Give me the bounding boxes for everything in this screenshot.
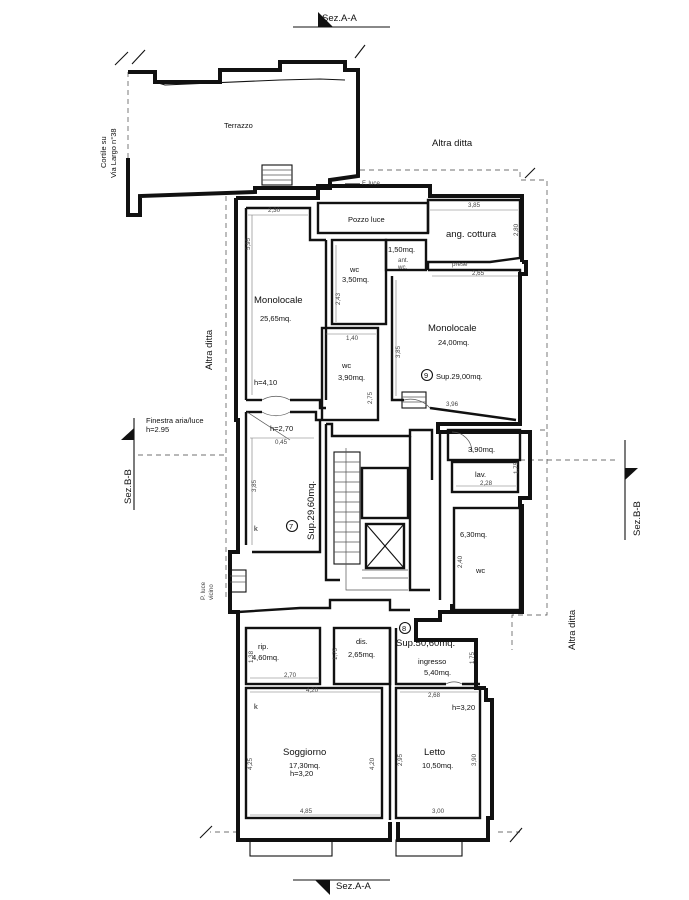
ingresso-name: ingresso bbox=[418, 657, 446, 666]
dim-5-95: 5,95 bbox=[245, 237, 252, 250]
dim-1-38: 1,38 bbox=[248, 650, 255, 663]
dim-3-85-mid: 3,85 bbox=[395, 345, 402, 358]
monolocale-right-area: 24,00mq. bbox=[438, 338, 469, 347]
p-luce-label-line2: vicino bbox=[208, 584, 215, 600]
soggiorno-name: Soggiorno bbox=[283, 747, 326, 758]
unit-7-number: 7 bbox=[289, 522, 293, 531]
wc-right-name: wc bbox=[475, 566, 485, 575]
unit-8-marker: 8 bbox=[398, 621, 412, 635]
antiwc-area: 1,50mq. bbox=[388, 245, 415, 254]
dim-2-70: 2,70 bbox=[284, 672, 297, 679]
terrazzo-label: Terrazzo bbox=[224, 121, 253, 130]
dim-2-43: 2,43 bbox=[335, 292, 342, 305]
altra-ditta-right-label: Altra ditta bbox=[567, 609, 578, 650]
dim-1-75-dis: 1,75 bbox=[332, 647, 339, 660]
dim-3-85-room7: 3,85 bbox=[251, 479, 258, 492]
property-boundary-dashed bbox=[127, 72, 615, 833]
section-b-right-label: Sez.B-B bbox=[632, 501, 643, 536]
doors-windows bbox=[114, 44, 536, 857]
wc-right-area: 6,30mq. bbox=[460, 530, 487, 539]
letto-name: Letto bbox=[424, 747, 445, 758]
unit-7-area: Sup.29,60mq. bbox=[306, 481, 317, 540]
dim-2-28: 2,28 bbox=[480, 480, 493, 487]
dis-area: 2,65mq. bbox=[348, 650, 375, 659]
dim-2-40: 2,40 bbox=[457, 555, 464, 568]
section-b-left-label: Sez.B-B bbox=[123, 469, 134, 504]
unit-9-area: Sup.29,00mq. bbox=[436, 372, 483, 381]
section-a-bottom-label: Sez.A-A bbox=[336, 881, 372, 892]
dimension-lines bbox=[248, 209, 518, 816]
rip-name: rip. bbox=[258, 642, 268, 651]
unit-7-marker: 7 bbox=[285, 519, 299, 533]
dim-0-45: 0,45 bbox=[275, 439, 288, 446]
section-marker-a-bottom: Sez.A-A bbox=[293, 879, 390, 895]
finestra-label-line1: Finestra aria/luce bbox=[146, 416, 204, 425]
altra-ditta-top-label: Altra ditta bbox=[432, 138, 473, 149]
lav-name: lav. bbox=[475, 470, 486, 479]
prese-label: prese bbox=[452, 261, 468, 268]
section-marker-b-right: Sez.B-B bbox=[624, 440, 643, 540]
interior-walls bbox=[237, 198, 522, 820]
wc-upper-area: 3,50mq. bbox=[342, 275, 369, 284]
dim-2-68: 2,68 bbox=[428, 692, 441, 699]
dim-3-85-top: 3,85 bbox=[468, 202, 481, 209]
monolocale-right-name: Monolocale bbox=[428, 323, 477, 334]
dim-1-75-ingresso: 1,75 bbox=[469, 651, 476, 664]
cortile-label-line1: Cortile su bbox=[99, 136, 108, 168]
dim-3-00: 3,00 bbox=[432, 808, 445, 815]
unit-9-number: 9 bbox=[424, 371, 428, 380]
f-luce-label: F. luce bbox=[362, 180, 380, 187]
antiwc-name-line1: ant. bbox=[398, 257, 409, 264]
dim-2-95: 2,95 bbox=[397, 753, 404, 766]
dim-2-65: 2,65 bbox=[472, 270, 485, 277]
dim-2-80: 2,80 bbox=[513, 223, 520, 236]
cortile-label-line2: Via Largo n°38 bbox=[109, 128, 118, 178]
dim-4-20-side: 4,20 bbox=[369, 757, 376, 770]
lav-area: 3,90mq. bbox=[468, 445, 495, 454]
finestra-label-line2: h=2.95 bbox=[146, 425, 169, 434]
soggiorno-height: h=3,20 bbox=[290, 769, 313, 778]
room7-height: h=2,70 bbox=[270, 424, 293, 433]
unit-8-area: Sup.50,60mq. bbox=[396, 638, 455, 649]
dim-2-75: 2,75 bbox=[367, 391, 374, 404]
ang-cottura-name: ang. cottura bbox=[446, 229, 497, 240]
soggiorno-area: 17,30mq. bbox=[289, 761, 320, 770]
dim-4-85: 4,85 bbox=[300, 808, 313, 815]
p-luce-label-line1: P. luce bbox=[200, 581, 207, 600]
pozzo-luce-label: Pozzo luce bbox=[348, 215, 385, 224]
dim-2-30: 2,30 bbox=[268, 207, 281, 214]
ingresso-area: 5,40mq. bbox=[424, 668, 451, 677]
section-marker-a-top: Sez.A-A bbox=[293, 12, 390, 28]
section-a-top-label: Sez.A-A bbox=[322, 13, 358, 24]
terrace: Terrazzo bbox=[126, 60, 360, 217]
dim-3-96: 3,96 bbox=[446, 401, 459, 408]
unit-9-marker: 9 bbox=[420, 368, 434, 382]
section-marker-b-left: Sez.B-B bbox=[121, 418, 135, 510]
wc-mid-name: wc bbox=[341, 361, 351, 370]
rip-area: 4,60mq. bbox=[252, 653, 279, 662]
dim-1-40: 1,40 bbox=[346, 335, 359, 342]
dim-4-25: 4,25 bbox=[247, 757, 254, 770]
soggiorno-k: k bbox=[254, 702, 258, 711]
unit-8-number: 8 bbox=[402, 624, 406, 633]
room7-k: k bbox=[254, 524, 258, 533]
dim-4-20-top: 4,20 bbox=[306, 687, 319, 694]
monolocale-left-area: 25,65mq. bbox=[260, 314, 291, 323]
wc-upper-name: wc bbox=[349, 265, 359, 274]
staircase bbox=[333, 391, 427, 591]
antiwc-name-line2: wc. bbox=[397, 264, 408, 271]
dim-1-75-lav: 1,75 bbox=[513, 461, 520, 474]
wc-mid-area: 3,90mq. bbox=[338, 373, 365, 382]
exterior-walls bbox=[228, 184, 532, 842]
monolocale-left-height: h=4,10 bbox=[254, 378, 277, 387]
dis-name: dis. bbox=[356, 637, 368, 646]
dim-3-90: 3,90 bbox=[471, 753, 478, 766]
altra-ditta-left-label: Altra ditta bbox=[204, 329, 215, 370]
letto-height: h=3,20 bbox=[452, 703, 475, 712]
monolocale-left-name: Monolocale bbox=[254, 295, 303, 306]
letto-area: 10,50mq. bbox=[422, 761, 453, 770]
